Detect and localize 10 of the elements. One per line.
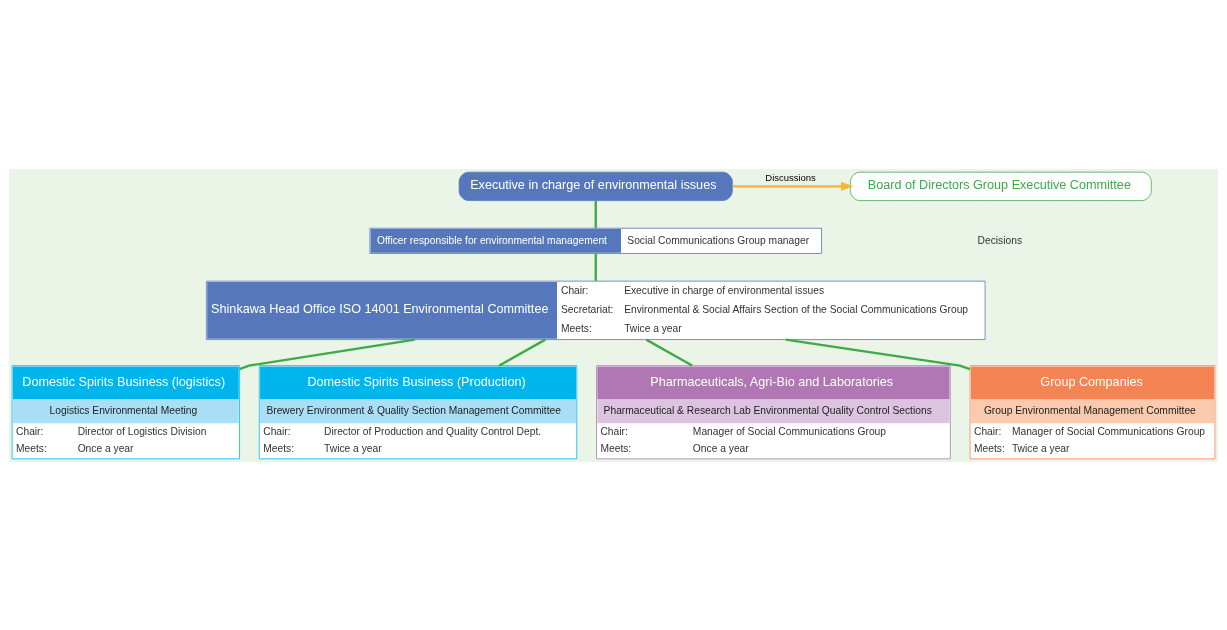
connector (594, 253, 597, 281)
label: Decisions (977, 234, 1023, 246)
connector (498, 338, 546, 367)
connector (785, 337, 971, 370)
connector (239, 337, 415, 370)
arrow (732, 181, 854, 191)
node-box: Board of Directors Group Executive Committee (850, 171, 1152, 201)
node-box: Executive in charge of environmental issues (458, 171, 733, 201)
connector (594, 200, 597, 228)
edge-label: Discussions (765, 171, 816, 183)
